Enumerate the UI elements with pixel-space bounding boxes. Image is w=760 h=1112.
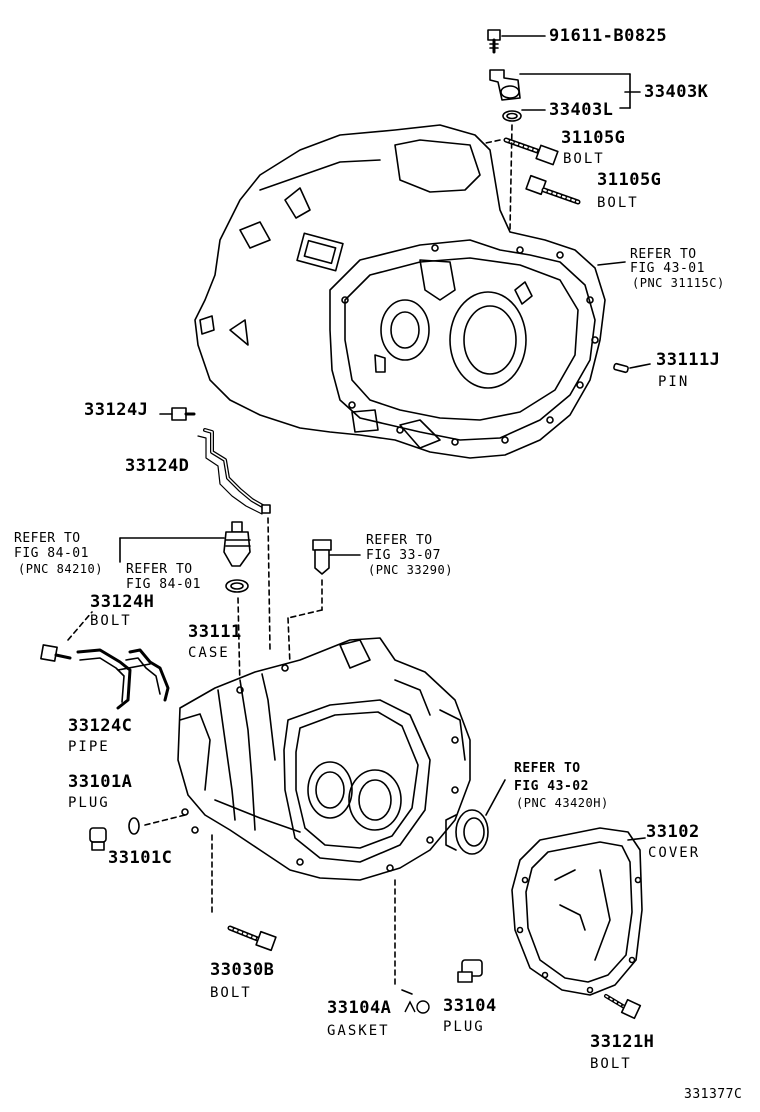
- refer-3307-line3: (PNC 33290): [368, 563, 453, 577]
- part-name-pin: PIN: [658, 374, 690, 390]
- bolt-31105g-upper-icon: [503, 137, 559, 166]
- part-number-33101c: 33101C: [108, 848, 173, 868]
- transaxle-housing-upper: [194, 124, 606, 459]
- plug-33104-icon: [457, 959, 483, 983]
- refer-4301-line2: FIG 43-01: [630, 261, 705, 276]
- pin-33111j-icon: [613, 362, 651, 374]
- refer-8401a-line3: (PNC 84210): [18, 562, 103, 576]
- part-name-case: CASE: [188, 645, 230, 661]
- pipe-33124c-icon: [76, 648, 170, 710]
- part-number-33111j: 33111J: [656, 350, 721, 370]
- part-number-33101a: 33101A: [68, 772, 133, 792]
- pipe-33124d-icon: [197, 428, 271, 515]
- o-ring-33403l-icon: [502, 109, 546, 122]
- leader-lines-middle: [67, 517, 396, 986]
- part-name-bolt-lower: BOLT: [597, 195, 639, 211]
- part-name-pipe: PIPE: [68, 739, 110, 755]
- part-number-33102: 33102: [646, 822, 700, 842]
- refer-4301-line3: (PNC 31115C): [632, 276, 725, 290]
- part-number-33124h: 33124H: [90, 592, 155, 612]
- part-number-33403k: 33403K: [644, 82, 709, 102]
- refer-4302-line1: REFER TO: [514, 761, 581, 776]
- leader-4301: [597, 261, 626, 266]
- union-33124j-icon: [159, 407, 196, 421]
- gasket-symbol-icon: [404, 1000, 430, 1014]
- refer-4302-line2: FIG 43-02: [514, 779, 589, 794]
- figure-id: 331377C: [684, 1087, 743, 1102]
- sensor-33403k-icon: [489, 69, 641, 109]
- refer-3307-line1: REFER TO: [366, 533, 433, 548]
- part-name-plug-33101a: PLUG: [68, 795, 110, 811]
- sensor-8401-icon: [119, 521, 251, 567]
- part-name-bolt-upper: BOLT: [563, 151, 605, 167]
- part-number-33403l: 33403L: [549, 100, 614, 120]
- part-name-bolt-33030b: BOLT: [210, 985, 252, 1001]
- part-name-cover: COVER: [648, 845, 701, 861]
- bolt-33121h-icon: [604, 994, 642, 1020]
- part-name-gasket: GASKET: [327, 1023, 390, 1039]
- refer-4301-line1: REFER TO: [630, 247, 697, 262]
- part-name-plug-33104: PLUG: [443, 1019, 485, 1035]
- bolt-33124h-icon: [40, 644, 72, 662]
- cover-33102-icon: [511, 827, 646, 996]
- transmission-case-lower: [177, 637, 471, 881]
- plug-33101a-icon: [89, 827, 107, 851]
- part-number-33124c: 33124C: [68, 716, 133, 736]
- plug-3307-icon: [312, 539, 361, 575]
- bolt-33030b-icon: [227, 925, 277, 952]
- part-name-bolt-33124h: BOLT: [90, 613, 132, 629]
- gasket-33101c-icon: [128, 817, 140, 835]
- part-number-33124d: 33124D: [125, 456, 190, 476]
- part-number-33030b: 33030B: [210, 960, 275, 980]
- part-number-33111: 33111: [188, 622, 242, 642]
- leader-gasket: [401, 989, 413, 995]
- washer-8401-icon: [225, 579, 249, 593]
- refer-8401b-line1: REFER TO: [126, 562, 193, 577]
- part-number-31105g-lower: 31105G: [597, 170, 662, 190]
- part-number-33104a: 33104A: [327, 998, 392, 1018]
- refer-3307-line2: FIG 33-07: [366, 548, 441, 563]
- part-name-bolt-33121h: BOLT: [590, 1056, 632, 1072]
- part-number-33124j: 33124J: [84, 400, 149, 420]
- part-number-91611-b0825: 91611-B0825: [549, 26, 668, 46]
- part-number-33104: 33104: [443, 996, 497, 1016]
- refer-8401a-line1: REFER TO: [14, 531, 81, 546]
- oil-seal-4302-icon: [445, 779, 506, 855]
- refer-8401b-line2: FIG 84-01: [126, 577, 201, 592]
- refer-4302-line3: (PNC 43420H): [516, 796, 609, 810]
- part-number-33121h: 33121H: [590, 1032, 655, 1052]
- refer-8401a-line2: FIG 84-01: [14, 546, 89, 561]
- part-number-31105g-upper: 31105G: [561, 128, 626, 148]
- bolt-31105g-lower-icon: [525, 174, 581, 205]
- bolt-91611-icon: [487, 29, 546, 54]
